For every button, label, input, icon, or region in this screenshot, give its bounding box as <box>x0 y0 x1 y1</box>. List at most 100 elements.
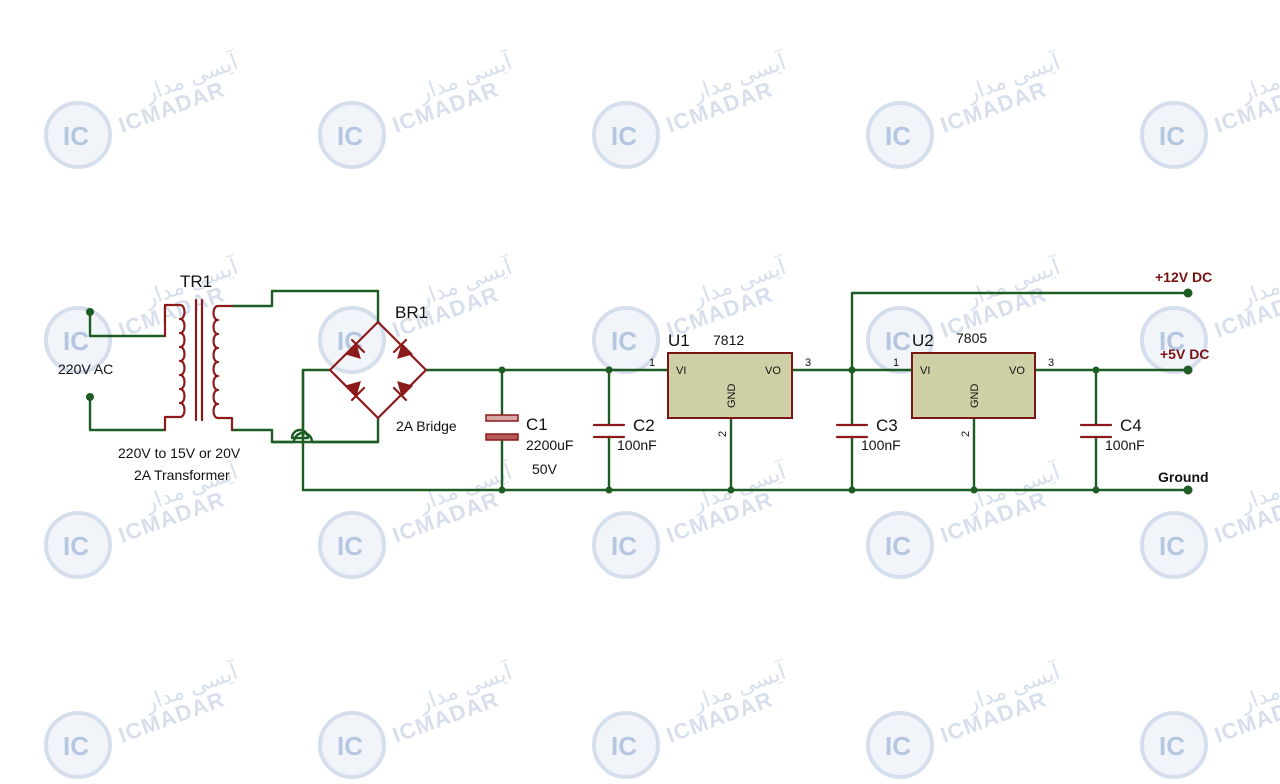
watermark-badge-icon <box>870 515 930 575</box>
watermark-badge-icon <box>48 515 108 575</box>
ac-terminal-bottom <box>86 393 94 401</box>
watermark-ring-icon <box>318 306 386 374</box>
capacitor-c1: C1 2200uF 50V <box>485 414 573 477</box>
capacitor-c2: C2 100nF <box>592 416 657 453</box>
watermark-badge-icon <box>596 715 656 775</box>
c1-value: 2200uF <box>526 437 573 453</box>
watermark-ring-icon <box>866 306 934 374</box>
watermark-ic-text: IC <box>885 531 911 561</box>
watermark-badge-icon <box>322 715 382 775</box>
u1-vi: VI <box>676 365 686 377</box>
u2-ref: U2 <box>912 331 934 350</box>
transformer-caption-2: 2A Transformer <box>134 467 230 483</box>
ac-input-label: 220V AC <box>58 361 113 377</box>
u2-part: 7805 <box>956 330 987 346</box>
ac-terminal-top <box>86 308 94 316</box>
watermark-ic-text: IC <box>611 121 637 151</box>
watermark-ic-text: IC <box>63 121 89 151</box>
watermark-ring-icon <box>592 306 660 374</box>
wire-bridge-neg-a <box>290 368 332 440</box>
watermark-ring-icon <box>592 511 660 579</box>
watermark-ic-text: IC <box>611 731 637 761</box>
watermark-badge-icon <box>1144 105 1204 165</box>
u1-pin2: 2 <box>717 431 729 437</box>
watermark-ic-text: IC <box>63 531 89 561</box>
watermark-ic-text: IC <box>63 731 89 761</box>
diode-icon <box>392 381 414 402</box>
watermark-ring-icon <box>592 101 660 169</box>
bridge-br1: BR1 2A Bridge <box>328 303 457 434</box>
watermark-ic-text: IC <box>1159 531 1185 561</box>
wire-crossover <box>270 431 380 444</box>
u2-pin1: 1 <box>893 357 899 369</box>
wires <box>88 289 1190 492</box>
watermark-ic-text: IC <box>885 326 911 356</box>
watermark-badge-icon <box>48 310 108 370</box>
junction-node <box>848 486 856 494</box>
junction-nodes <box>86 288 1193 495</box>
watermark-ring-icon <box>44 511 112 579</box>
watermark-ring-icon <box>318 101 386 169</box>
watermark-badge-icon <box>596 515 656 575</box>
junction-node <box>727 486 735 494</box>
wire-sec-top <box>230 289 380 324</box>
transformer-tr1: TR1 220V AC 220V to 15V or 20V 2A Transf… <box>58 272 241 483</box>
u1-body <box>667 352 793 419</box>
secondary-coil <box>212 304 234 432</box>
rail-5v-label: +5V DC <box>1160 346 1209 362</box>
ground-label: Ground <box>1158 469 1209 485</box>
terminal-5v <box>1183 365 1193 375</box>
junction-node <box>1092 366 1100 374</box>
watermark-ic-text: IC <box>611 326 637 356</box>
u1-pin3: 3 <box>805 357 811 369</box>
junction-node <box>605 366 613 374</box>
diode-icon <box>392 338 414 359</box>
u1-gnd: GND <box>726 384 738 409</box>
wire-12v-rail <box>850 291 1190 372</box>
watermark-badge-icon <box>596 105 656 165</box>
c4-value: 100nF <box>1105 437 1145 453</box>
c1-voltage: 50V <box>532 461 558 477</box>
watermark-ring-icon <box>44 101 112 169</box>
terminal-ground <box>1183 485 1193 495</box>
watermark-badge-icon <box>322 105 382 165</box>
wire-ac-bottom <box>88 395 167 432</box>
watermark-ic-text: IC <box>885 731 911 761</box>
watermark-badge-icon <box>1144 310 1204 370</box>
c3-ref: C3 <box>876 416 898 435</box>
transformer-caption-1: 220V to 15V or 20V <box>118 445 241 461</box>
junction-node <box>498 366 506 374</box>
watermark-badge-icon <box>596 310 656 370</box>
watermark-ring-icon <box>1140 101 1208 169</box>
primary-coil <box>163 303 186 432</box>
watermark-ring-icon <box>44 306 112 374</box>
u1-vo: VO <box>765 365 781 377</box>
terminal-12v <box>1183 288 1193 298</box>
wire-ac-top <box>88 310 167 338</box>
junction-node <box>605 486 613 494</box>
u2-vo: VO <box>1009 365 1025 377</box>
regulator-u2: U2 7805 VI VO GND 1 3 2 <box>893 330 1054 437</box>
watermark-ic-text: IC <box>337 531 363 561</box>
c2-value: 100nF <box>617 437 657 453</box>
watermark-ring-icon <box>1140 306 1208 374</box>
c4-ref: C4 <box>1120 416 1142 435</box>
regulator-u1: U1 7812 VI VO GND 1 3 2 <box>649 331 811 437</box>
watermark-ic-text: IC <box>337 731 363 761</box>
watermark-badge-icon <box>1144 515 1204 575</box>
u2-pin2: 2 <box>960 431 972 437</box>
u1-pin1: 1 <box>649 357 655 369</box>
watermark-ring-icon <box>592 711 660 779</box>
watermark-ic-text: IC <box>1159 121 1185 151</box>
